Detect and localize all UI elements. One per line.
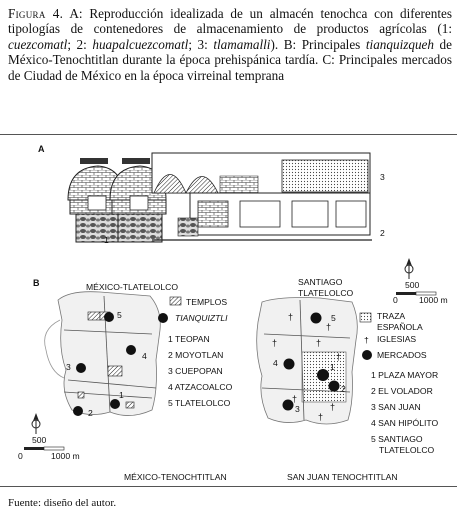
legend-templos: TEMPLOS <box>186 297 227 307</box>
mercado-marker <box>283 358 295 370</box>
divider-bottom <box>0 486 457 487</box>
scale-label-top: 500 <box>405 280 420 290</box>
svg-text:†: † <box>288 312 293 322</box>
caption-text: ; 3: <box>188 36 214 52</box>
map-b-num: 1 <box>119 390 124 400</box>
legend-item: TLATELOLCO <box>379 445 435 455</box>
panel-a-label-3: 3 <box>380 172 385 182</box>
temple-marker <box>107 365 123 377</box>
mercado-marker <box>310 312 322 324</box>
svg-text:†: † <box>292 394 297 404</box>
map-c-num: 4 <box>273 358 278 368</box>
panel-b-bottom-title: MÉXICO-TENOCHTITLAN <box>124 472 227 482</box>
map-b-num: 3 <box>66 362 71 372</box>
temple-marker <box>77 391 85 399</box>
legend-traza-swatch <box>359 312 372 323</box>
legend-item: 1 PLAZA MAYOR <box>371 370 438 380</box>
mercado-marker <box>328 380 340 392</box>
caption-text: A: Reproducción idealizada de un almacén… <box>8 6 452 37</box>
tianquiztli-marker <box>104 312 114 322</box>
map-b-num: 4 <box>142 351 147 361</box>
church-markers: † † † † † † † † <box>272 312 341 422</box>
legend-item: 5 TLATELOLCO <box>168 398 231 408</box>
scale-label-top: 500 <box>32 435 47 445</box>
panel-a-label-1: 1 <box>104 235 109 245</box>
legend-mercados-swatch <box>362 350 372 360</box>
legend-item: 4 SAN HIPÓLITO <box>371 418 438 428</box>
legend-item: 2 MOYOTLAN <box>168 350 223 360</box>
tianquiztli-marker <box>126 345 136 355</box>
legend-traza: ESPAÑOLA <box>377 322 423 332</box>
scale-label-km: 1000 m <box>419 295 448 305</box>
legend-item: 3 SAN JUAN <box>371 402 421 412</box>
map-b-num: 2 <box>88 408 93 418</box>
map-c-num: 1 <box>330 362 335 372</box>
north-arrow-icon <box>31 413 41 434</box>
legend-item: 1 TEOPAN <box>168 334 210 344</box>
caption-text: de México-Tenochtitlan durante la época … <box>8 36 453 83</box>
legend-item: 2 EL VOLADOR <box>371 386 433 396</box>
panel-c-title: SANTIAGO <box>298 277 343 287</box>
panel-c-title: TLATELOLCO <box>298 288 354 298</box>
legend-traza: TRAZA <box>377 311 405 321</box>
panel-a-letter: A <box>38 144 45 154</box>
svg-text:†: † <box>316 338 321 348</box>
scale-label-km: 1000 m <box>51 451 80 461</box>
svg-text:†: † <box>272 338 277 348</box>
legend-item: 4 ATZACOALCO <box>168 382 233 392</box>
map-c-num: 3 <box>295 404 300 414</box>
scale-label-zero: 0 <box>393 295 398 305</box>
panel-c-bottom-title: SAN JUAN TENOCHTITLAN <box>287 472 398 482</box>
mercado-marker <box>282 399 294 411</box>
source-note: Fuente: diseño del autor. <box>8 497 117 509</box>
map-b-num: 5 <box>117 310 122 320</box>
caption-term: tlamamalli <box>213 36 271 52</box>
map-c-num: 2 <box>341 384 346 394</box>
caption-term: cuezcomatl <box>8 36 68 52</box>
figure-number: Figura 4. <box>8 6 64 21</box>
svg-text:†: † <box>336 352 341 362</box>
mercado-marker <box>317 369 329 381</box>
temple-marker <box>87 311 101 321</box>
legend-mercados: MERCADOS <box>377 350 427 360</box>
legend-church-icon: † <box>364 335 369 345</box>
divider-top <box>0 134 457 135</box>
legend-item: 3 CUEPOPAN <box>168 366 223 376</box>
legend-item: 5 SANTIAGO <box>371 434 423 444</box>
panel-b-letter: B <box>33 278 40 288</box>
caption-term: huapalcuezcomatl <box>92 36 189 52</box>
scale-bar <box>396 291 437 296</box>
legend-iglesias: IGLESIAS <box>377 334 416 344</box>
map-c-num: 5 <box>331 313 336 323</box>
svg-text:†: † <box>330 402 335 412</box>
figure-caption: Figura 4. A: Reproducción idealizada de … <box>8 6 452 83</box>
legend-tianquiztli-swatch <box>158 313 168 323</box>
panel-a-label-2: 2 <box>380 228 385 238</box>
legend-tianquiztli: TIANQUIZTLI <box>175 313 228 323</box>
panel-b-title: MÉXICO-TLATELOLCO <box>86 282 178 292</box>
caption-term: tianquizqueh <box>365 36 435 52</box>
scale-bar <box>24 446 65 451</box>
scale-label-zero: 0 <box>18 451 23 461</box>
svg-text:†: † <box>326 322 331 332</box>
caption-text: ; 2: <box>67 36 93 52</box>
island-outline <box>57 291 161 416</box>
cuezcomatl-granary <box>67 158 125 243</box>
caption-text: ). B: Principales <box>270 36 366 52</box>
svg-text:†: † <box>318 412 323 422</box>
legend-templos-swatch <box>169 296 182 306</box>
tianquiztli-marker <box>76 363 86 373</box>
tianquiztli-marker <box>110 399 120 409</box>
temple-marker <box>125 401 135 409</box>
storage-building <box>151 152 372 241</box>
north-arrow-icon <box>404 258 414 279</box>
tianquiztli-marker <box>73 406 83 416</box>
